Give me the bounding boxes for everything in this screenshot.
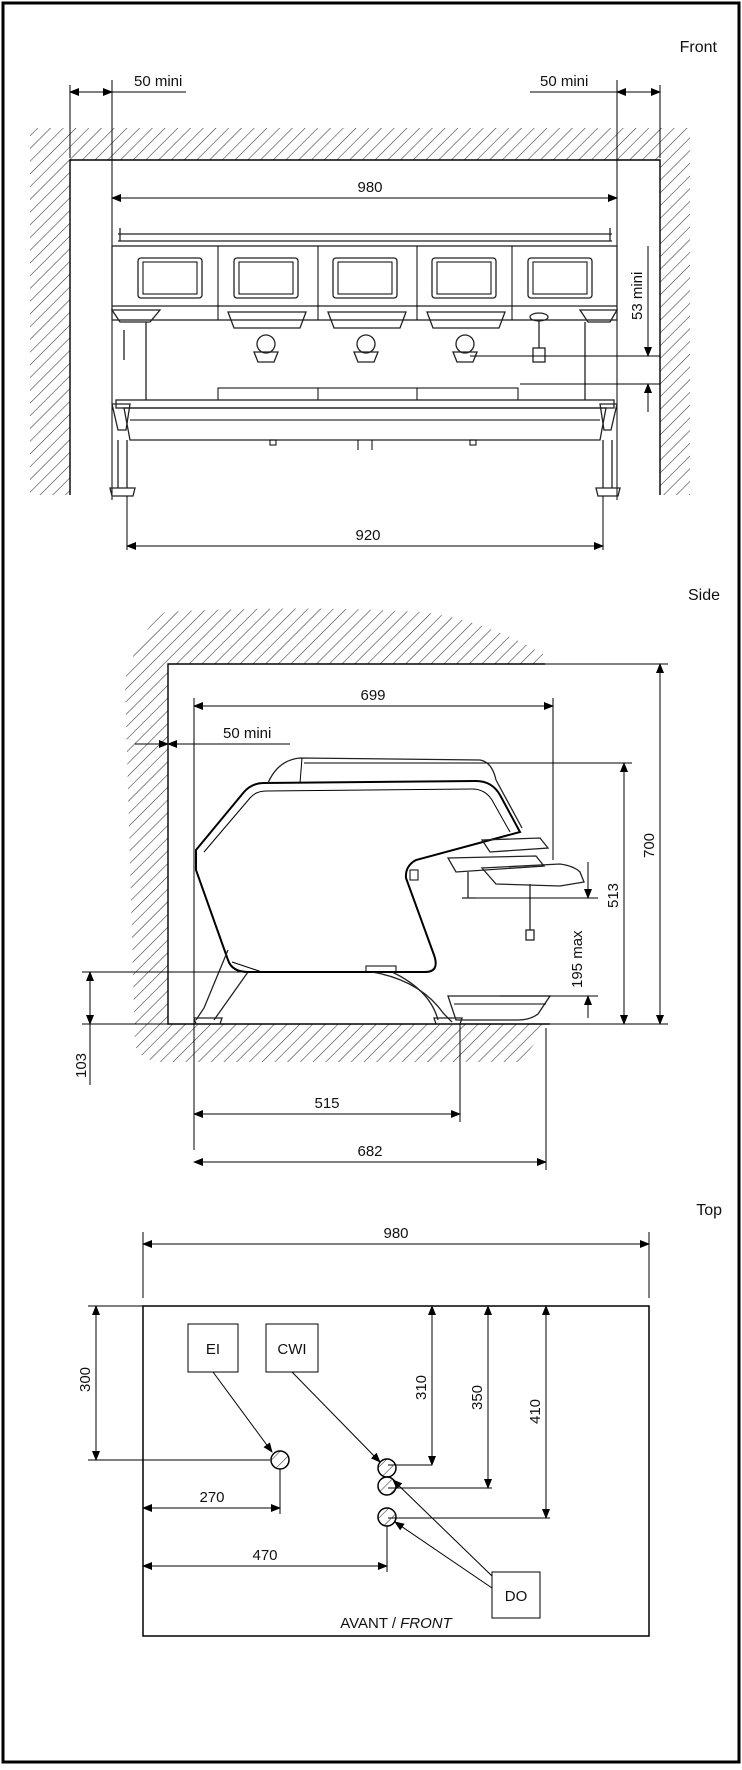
front-view: Front 50 mini 50 mini 980	[30, 39, 718, 550]
ei-connection-point	[270, 1450, 290, 1470]
front-machine-outline	[109, 228, 621, 497]
side-dim-515: 515	[314, 1095, 339, 1112]
top-front-label: AVANT /FRONT	[340, 1615, 453, 1632]
cwi-connection-point	[377, 1458, 397, 1478]
front-dim-920: 920	[355, 527, 380, 544]
do-label-box	[491, 1571, 541, 1619]
side-dim-103: 103	[73, 1053, 90, 1078]
top-dim-980: 980	[383, 1225, 408, 1242]
side-machine-outline	[193, 757, 585, 1025]
top-connection-points	[270, 1450, 397, 1527]
top-dim-410: 410	[527, 1399, 544, 1424]
top-dim-300: 300	[77, 1367, 94, 1392]
do-leader-1	[392, 1479, 493, 1577]
side-dim-195-max: 195 max	[569, 930, 586, 988]
side-dim-682: 682	[357, 1143, 382, 1160]
top-view-label: Top	[696, 1202, 722, 1219]
top-front-label-avant: AVANT /	[340, 1615, 397, 1632]
side-view-label: Side	[688, 587, 720, 604]
top-dim-470: 470	[252, 1547, 277, 1564]
do-leader-2	[394, 1521, 493, 1589]
front-wall-inner-line	[69, 159, 661, 495]
cwi-leader	[291, 1371, 381, 1463]
top-machine-footprint	[142, 1305, 650, 1637]
side-dim-699: 699	[360, 687, 385, 704]
front-dim-980: 980	[357, 179, 382, 196]
top-dim-270: 270	[199, 1489, 224, 1506]
top-view: Top 980 300 310 350 410 EI	[77, 1202, 722, 1637]
ei-leader	[212, 1371, 273, 1453]
side-dim-513: 513	[605, 883, 622, 908]
side-wall-inner-line	[167, 663, 550, 1025]
side-wall-hatch	[125, 608, 550, 1062]
do-label: DO	[505, 1588, 528, 1605]
ei-label-box	[187, 1323, 239, 1373]
top-dim-350: 350	[469, 1385, 486, 1410]
front-dim-right-clearance: 50 mini	[540, 73, 588, 90]
top-front-label-front: FRONT	[400, 1615, 453, 1632]
front-dim-53-mini: 53 mini	[629, 272, 646, 320]
side-dim-50-mini: 50 mini	[223, 725, 271, 742]
side-view: Side 699 50 mini	[73, 587, 720, 1170]
top-dim-310: 310	[413, 1375, 430, 1400]
front-view-label: Front	[680, 39, 718, 56]
side-dim-700: 700	[641, 833, 658, 858]
do-connection-point-2	[377, 1507, 397, 1527]
cwi-label: CWI	[277, 1341, 306, 1358]
front-dim-left-clearance: 50 mini	[134, 73, 182, 90]
ei-label: EI	[206, 1341, 220, 1358]
cwi-label-box	[265, 1323, 319, 1373]
